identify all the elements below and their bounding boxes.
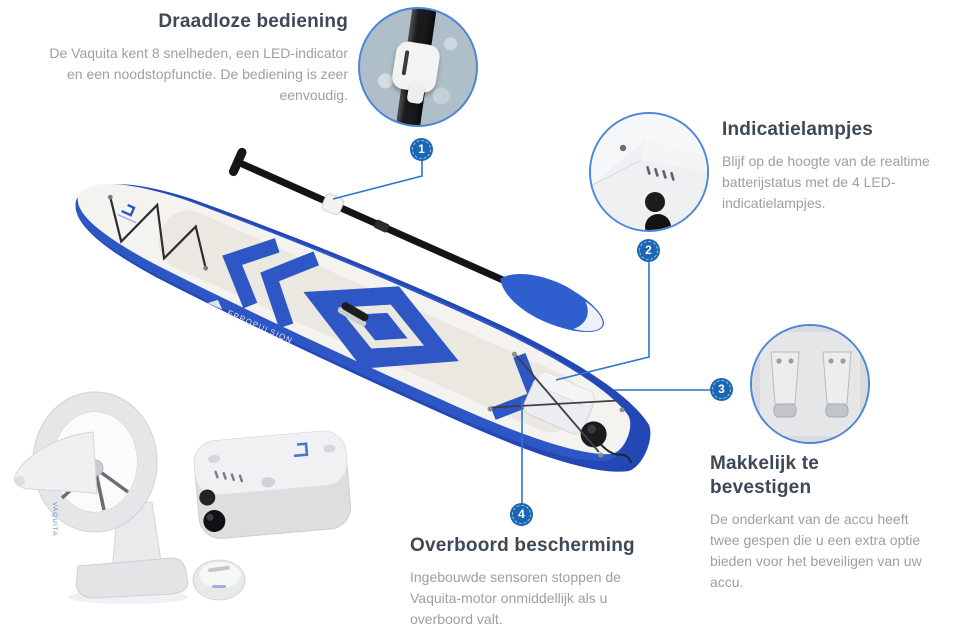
badge-number: 1 bbox=[418, 142, 425, 156]
sup-board: EPROPULSION bbox=[57, 146, 670, 496]
feature-body: Blijf op de hoogte van de realtime batte… bbox=[722, 153, 930, 211]
carry-handle bbox=[337, 302, 369, 327]
badge-2: 2 bbox=[637, 239, 660, 262]
badge-1: 1 bbox=[410, 138, 433, 161]
power-cable bbox=[599, 443, 633, 464]
feature-title: Overboord bescherming bbox=[410, 535, 635, 556]
feature-overboard-protection: Overboord bescherming Ingebouwde sensore… bbox=[410, 534, 654, 630]
bungee-cord bbox=[109, 196, 207, 269]
led-indicator-lights bbox=[646, 165, 675, 181]
detail-photo-buckles bbox=[750, 324, 870, 444]
leader-line-2 bbox=[555, 262, 650, 381]
badge-number: 4 bbox=[518, 507, 525, 521]
paddle-blade bbox=[500, 274, 604, 332]
badge-number: 3 bbox=[718, 382, 725, 396]
remote-control-closeup bbox=[390, 39, 442, 95]
feature-title: Indicatielampjes bbox=[722, 119, 874, 140]
motor-brand-text: VAQUITA bbox=[51, 502, 58, 537]
buckle-left bbox=[770, 351, 800, 418]
battery-connector bbox=[199, 489, 216, 506]
remote-control-small bbox=[192, 559, 246, 601]
paddle-grip bbox=[228, 147, 247, 177]
paddle-remote-control bbox=[321, 193, 345, 216]
battery-box bbox=[193, 430, 352, 539]
badge-4: 4 bbox=[510, 503, 533, 526]
board-tail-battery bbox=[487, 351, 633, 464]
feature-title: Draadloze bediening bbox=[158, 11, 348, 32]
badge-3: 3 bbox=[710, 378, 733, 401]
buckle-right bbox=[822, 351, 852, 418]
feature-title: Makkelijk te bevestigen bbox=[710, 453, 820, 498]
leader-line-1 bbox=[332, 160, 423, 200]
paddle bbox=[228, 147, 604, 332]
feature-body: Ingebouwde sensoren stoppen de Vaquita-m… bbox=[410, 569, 621, 627]
motor-well-cap bbox=[580, 421, 607, 448]
badge-number: 2 bbox=[645, 243, 652, 257]
battery-corner-closeup bbox=[591, 114, 707, 230]
motor-unit: VAQUITA bbox=[13, 391, 189, 604]
board-nose-logo-icon bbox=[117, 203, 137, 224]
battery-led-indicators bbox=[214, 470, 244, 483]
paddle-shaft bbox=[239, 160, 508, 284]
feature-easy-mounting: Makkelijk te bevestigen De onderkant van… bbox=[710, 452, 922, 593]
rail-logo-icon bbox=[207, 299, 223, 310]
feature-wireless-control: Draadloze bediening De Vaquita kent 8 sn… bbox=[48, 10, 348, 106]
feature-body: De Vaquita kent 8 snelheden, een LED-ind… bbox=[49, 45, 348, 103]
detail-photo-remote bbox=[358, 7, 478, 127]
feature-body: De onderkant van de accu heeft twee gesp… bbox=[710, 511, 922, 590]
buckles-closeup bbox=[752, 326, 868, 442]
motor-stand bbox=[75, 557, 189, 599]
battery-logo-icon bbox=[293, 442, 309, 458]
feature-indicator-lights: Indicatielampjes Blijf op de hoogte van … bbox=[722, 118, 954, 214]
detail-photo-led-indicators bbox=[589, 112, 709, 232]
